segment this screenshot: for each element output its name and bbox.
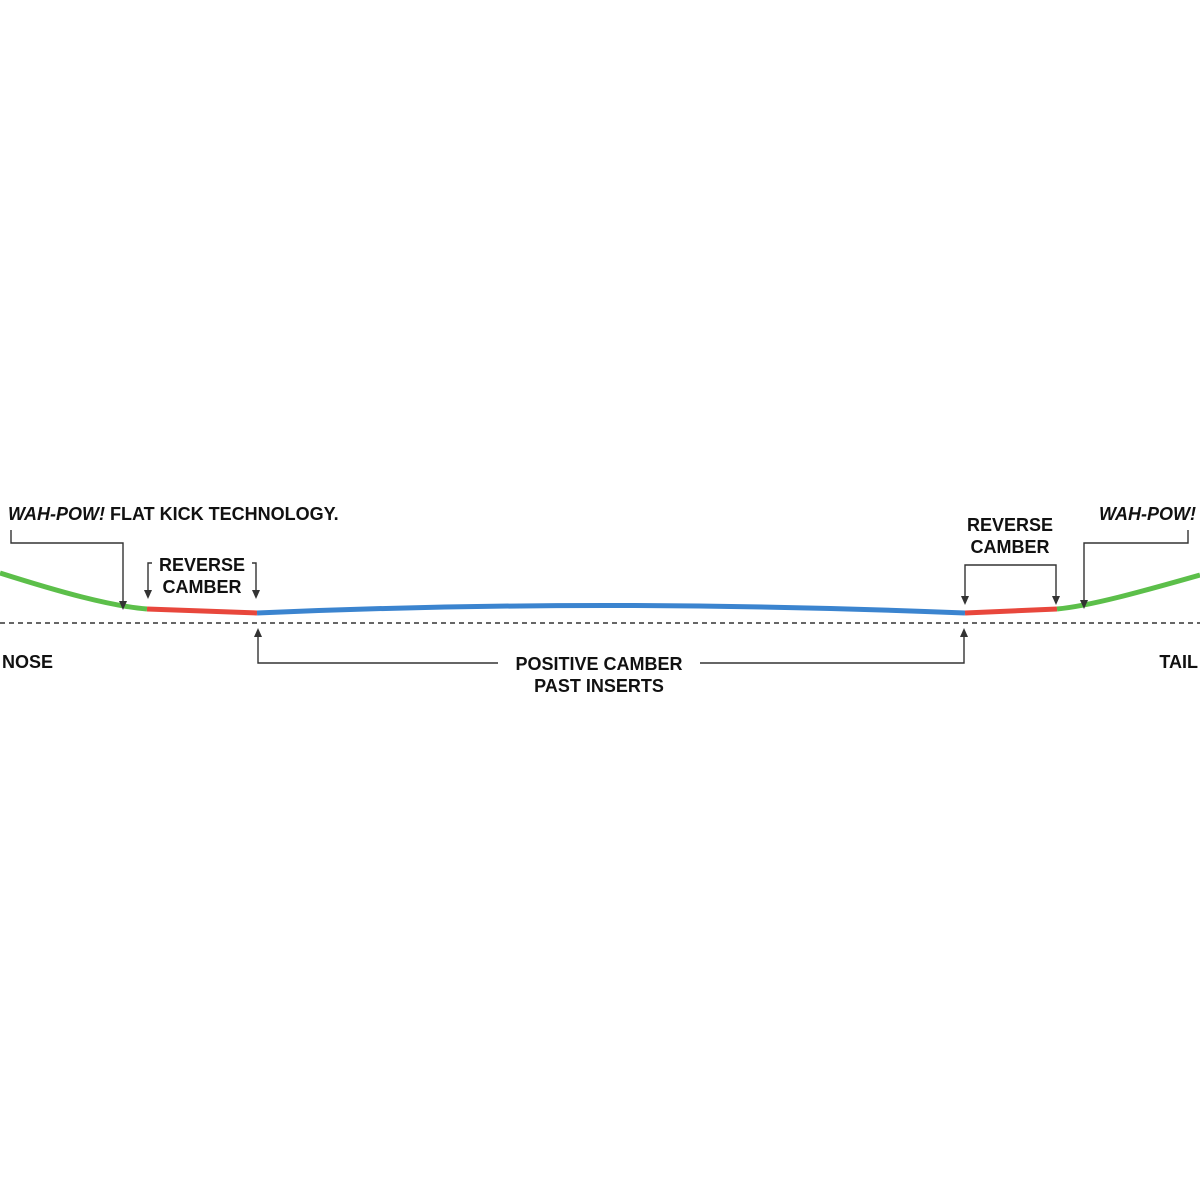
reverse-camber-left-bracket-left [147, 562, 152, 592]
tail-kick-label: WAH-POW! [1099, 504, 1196, 524]
positive-camber-label-line2: PAST INSERTS [534, 676, 664, 696]
reverse-camber-left-bracket-right [252, 562, 257, 592]
positive-camber-label-line1: POSITIVE CAMBER [515, 654, 682, 674]
positive-camber-arrow-left [254, 628, 262, 637]
nose-kick-label-emphasis: WAH-POW! [8, 504, 105, 524]
tail-kick-segment [1056, 572, 1200, 612]
nose-kick-label-rest: FLAT KICK TECHNOLOGY. [105, 504, 339, 524]
nose-reverse-camber-segment [146, 606, 258, 616]
reverse-camber-right-bracket [964, 564, 1057, 598]
tail-kick-arrowhead [1080, 600, 1088, 609]
reverse-camber-left-arrow-left [144, 590, 152, 599]
positive-camber-bracket-right [700, 634, 965, 664]
reverse-camber-left-label-line2: CAMBER [163, 577, 242, 597]
nose-kick-bracket [10, 530, 124, 604]
reverse-camber-right-arrow-right [1052, 596, 1060, 605]
positive-camber-arrow-right [960, 628, 968, 637]
nose-kick-label: WAH-POW! FLAT KICK TECHNOLOGY. [8, 504, 339, 524]
positive-camber-segment [256, 603, 966, 616]
reverse-camber-right-label-line2: CAMBER [971, 537, 1050, 557]
reverse-camber-right-arrow-left [961, 596, 969, 605]
nose-label: NOSE [2, 652, 53, 672]
tail-kick-bracket [1083, 530, 1189, 603]
nose-kick-arrowhead [119, 601, 127, 610]
tail-label: TAIL [1159, 652, 1198, 672]
tail-reverse-camber-segment [964, 606, 1058, 616]
nose-kick-segment [0, 570, 148, 612]
reverse-camber-right-label-line1: REVERSE [967, 515, 1053, 535]
reverse-camber-left-arrow-right [252, 590, 260, 599]
positive-camber-bracket-left [257, 634, 498, 664]
reverse-camber-left-label-line1: REVERSE [159, 555, 245, 575]
